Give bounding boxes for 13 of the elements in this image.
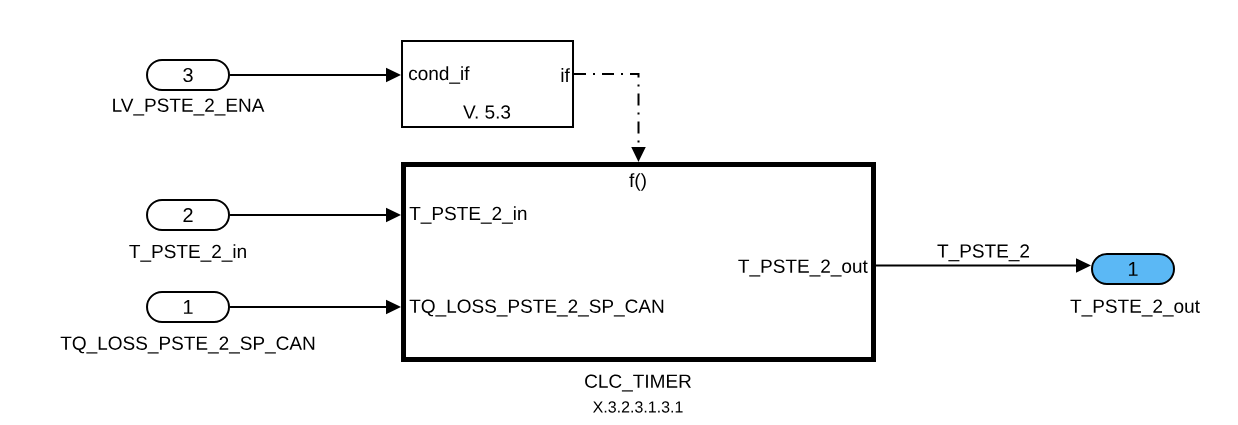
outport-block: 1 (1091, 253, 1175, 285)
inport-block: 2 (146, 199, 230, 231)
block-label: CLC_TIMER (585, 374, 691, 392)
edge-label: T_PSTE_2 (936, 243, 1031, 263)
port-label: TQ_LOSS_PSTE_2_SP_CAN (60, 336, 315, 354)
subsystem-block: f() T_PSTE_2_in TQ_LOSS_PSTE_2_SP_CAN T_PSTE_2_out (401, 162, 876, 362)
inport-block: 3 (146, 59, 230, 91)
port-label: T_PSTE_2_out (1070, 299, 1200, 317)
if-block: cond_if if V. 5.3 (401, 40, 574, 128)
inport-block: 1 (146, 291, 230, 323)
port-label: LV_PSTE_2_ENA (113, 98, 265, 116)
port-label: T_PSTE_2_in (129, 244, 246, 262)
block-label: X.3.2.3.1.3.1 (593, 401, 683, 413)
